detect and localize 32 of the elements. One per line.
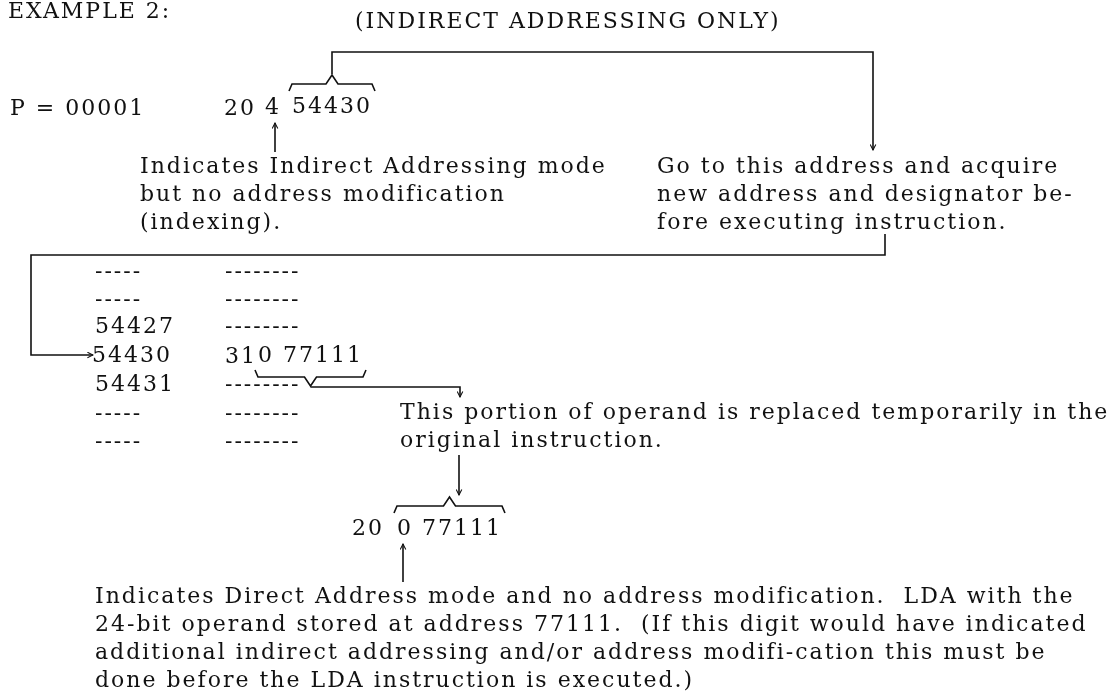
operation-code: 31 (225, 341, 257, 370)
leader-arrow (455, 454, 463, 496)
placeholder-dashes: ----- (95, 284, 143, 313)
leader-arrow (271, 122, 279, 153)
explanatory-note: Indicates Indirect Addressing mode but no address modification (indexing). (140, 152, 630, 236)
operation-code: 20 (224, 93, 256, 122)
example-heading: EXAMPLE 2: (8, 0, 172, 25)
memory-address: 54431 (95, 369, 175, 398)
placeholder-dashes: -------- (225, 256, 301, 285)
bracketed-operand: 54430 (288, 72, 376, 120)
memory-address: 54427 (95, 311, 175, 340)
program-counter-value: P = 00001 (10, 93, 146, 122)
explanatory-note: Go to this address and acquire new address and designator be-fore executing instruction. (657, 152, 1112, 236)
placeholder-dashes: -------- (225, 398, 301, 427)
placeholder-dashes: ----- (95, 426, 143, 455)
leader-arrow (399, 543, 407, 583)
placeholder-dashes: ----- (95, 256, 143, 285)
explanatory-note: This portion of operand is replaced temporarily in the original instruction. (400, 398, 1110, 454)
memory-address: 54430 (92, 341, 172, 369)
explanatory-note: Indicates Direct Address mode and no address modification. LDA with the 24-bit operand stored at address 77111. (If this digit would have indicated additional indirect addressing and/or address modifi-cation this must be done before the LDA instruction is executed.) (95, 582, 1105, 694)
placeholder-dashes: -------- (225, 426, 301, 455)
placeholder-dashes: -------- (225, 284, 301, 313)
designator-digit: 4 (265, 93, 281, 121)
leader-arrow (30, 233, 886, 359)
leader-arrow (331, 51, 877, 151)
bracketed-operand: 0 77111 (393, 494, 506, 542)
operation-code: 20 (352, 513, 384, 542)
placeholder-dashes: -------- (225, 311, 301, 340)
section-heading: (INDIRECT ADDRESSING ONLY) (355, 6, 781, 35)
placeholder-dashes: ----- (95, 398, 143, 427)
leader-arrow (309, 386, 464, 398)
placeholder-dashes: -------- (225, 369, 301, 398)
